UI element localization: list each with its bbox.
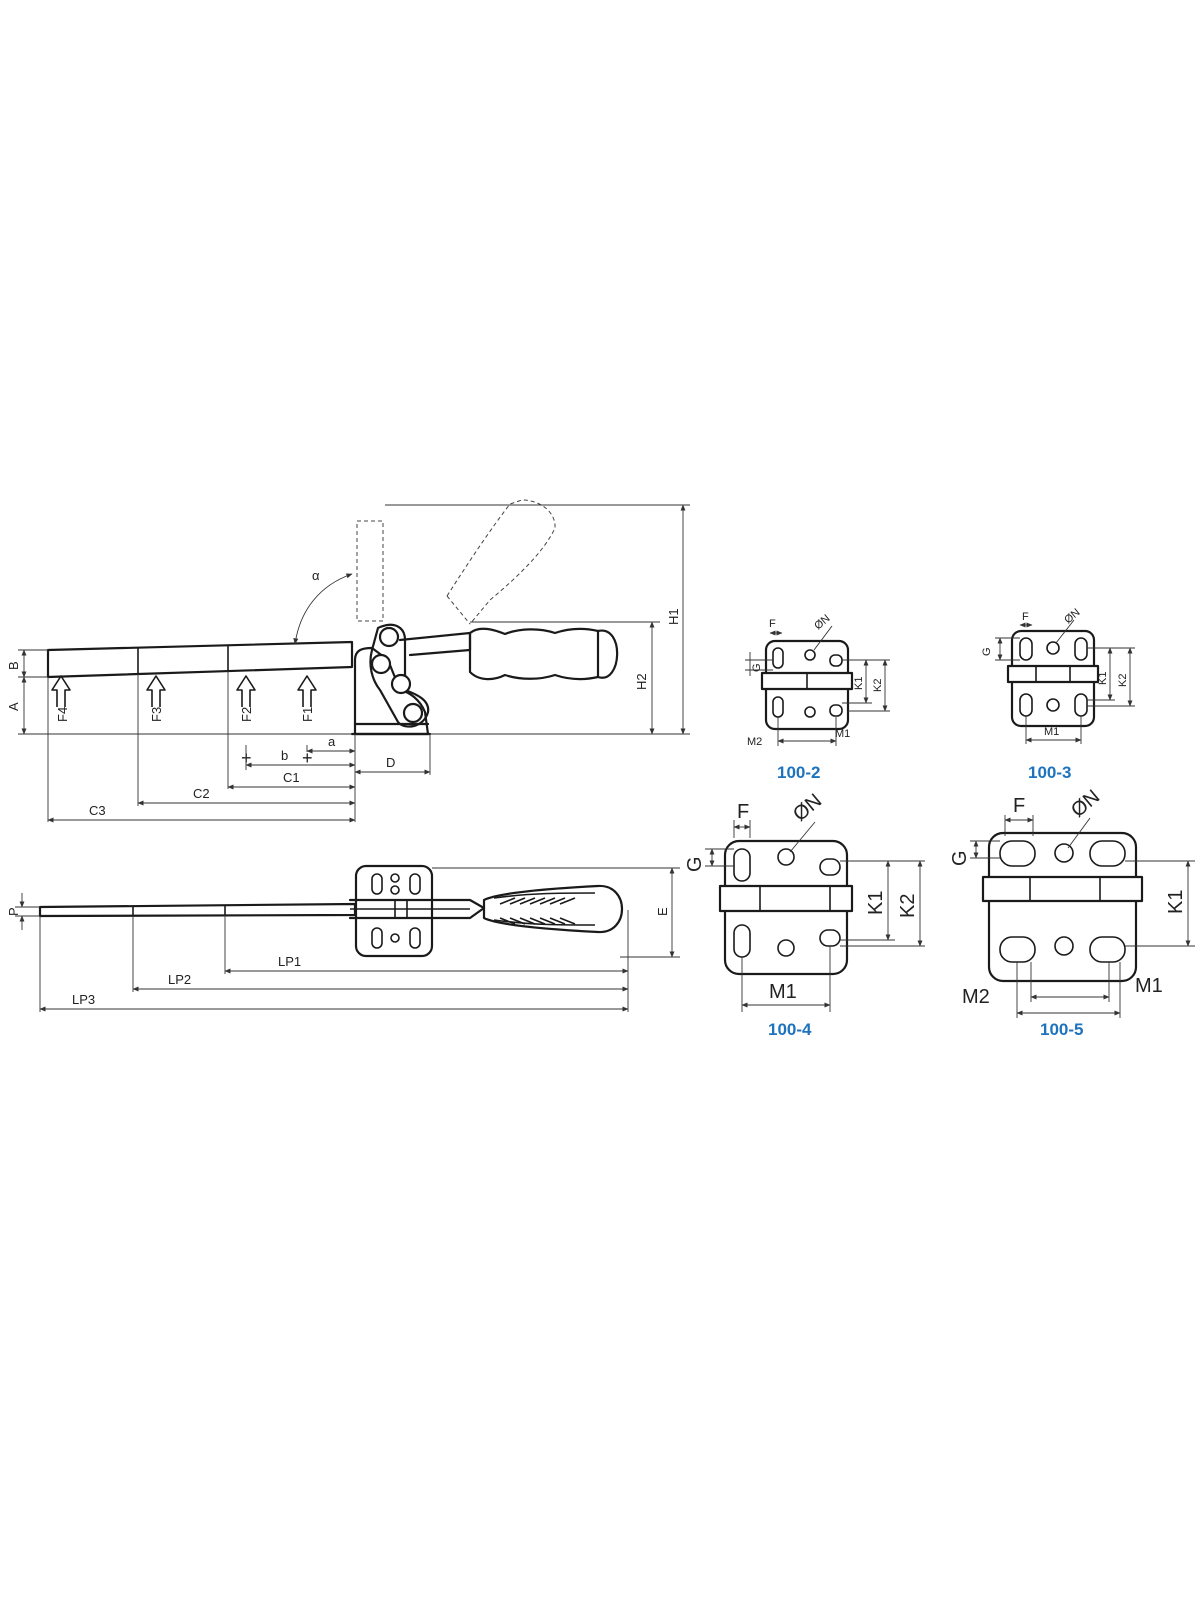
force-arrows: F4 F3 F2 F1 + + [51,675,317,768]
side-view: F4 F3 F2 F1 + + B A α [6,499,690,823]
base5-n-label: ØN [1067,786,1104,822]
base-100-3: F ØN G K1 K2 M1 100-3 [981,606,1135,782]
svg-text:+: + [302,748,313,768]
force-arrow-f3 [146,675,166,707]
base2-f-label: F [769,618,776,630]
dims-left: B A [6,649,352,735]
base-100-2: F ØN G K1 K2 M1 M2 100-2 [745,612,890,782]
base3-n-label: ØN [1062,606,1082,626]
dims-horizontal: a b D C1 C2 C3 [47,671,431,823]
base-100-4: F ØN G K1 K2 M1 100-4 [684,790,925,1039]
label-f3: F3 [149,707,164,722]
dim-h2-label: H2 [634,673,649,690]
top-handle [482,884,623,934]
base4-n-label: ØN [789,790,826,826]
base-100-5: F ØN G K1 M1 M2 100-5 [949,786,1195,1039]
model-label-100-3: 100-3 [1028,763,1071,782]
base2-g-label: G [751,663,763,672]
base4-k2-label: K2 [897,894,919,918]
dim-d-label: D [386,755,395,770]
base4-f-label: F [737,801,749,823]
force-arrow-f1 [297,675,317,707]
base3-f-label: F [1022,611,1029,623]
force-arrow-f2 [236,675,256,707]
clamp-arm [46,640,354,679]
base3-g-label: G [981,647,993,656]
base4-m1-label: M1 [769,981,797,1003]
base5-m1-label: M1 [1135,975,1163,997]
base2-k1-label: K1 [853,677,865,690]
force-arrow-f4 [51,675,71,707]
base5-g-label: G [949,850,971,866]
dim-b-label: B [6,661,21,670]
base5-f-label: F [1013,795,1025,817]
dim-c1-label: C1 [283,770,300,785]
label-f4: F4 [55,707,70,722]
base2-m2-label: M2 [747,736,762,748]
base3-m1-label: M1 [1044,726,1059,738]
base3-k2-label: K2 [1117,674,1129,687]
dim-c2-label: C2 [193,786,210,801]
dim-e-label: E [655,907,670,916]
open-position-outline [356,499,556,625]
base4-k1-label: K1 [865,891,887,915]
base3-k1-label: K1 [1097,672,1109,685]
base2-k2-label: K2 [872,679,884,692]
dim-lp3-label: LP3 [72,992,95,1007]
dim-p-label: P [6,907,21,916]
model-label-100-2: 100-2 [777,763,820,782]
alpha-label: α [312,568,320,583]
dim-h1-label: H1 [666,608,681,625]
top-base-plate [354,864,434,958]
dim-b-small-label: b [281,748,288,763]
label-f2: F2 [239,707,254,722]
base5-k1-label: K1 [1165,890,1187,914]
model-label-100-5: 100-5 [1040,1020,1083,1039]
model-label-100-4: 100-4 [768,1020,812,1039]
top-view: P E LP1 LP2 LP3 [6,864,680,1012]
dims-height: H1 H2 [385,504,690,735]
dim-lp1-label: LP1 [278,954,301,969]
angle-alpha: α [293,568,353,645]
top-arm [38,898,486,920]
dim-a-label: A [6,702,21,711]
dim-c3-label: C3 [89,803,106,818]
base4-g-label: G [684,856,706,872]
base5-m2-label: M2 [962,986,990,1008]
label-f1: F1 [300,707,315,722]
dim-a-small-label: a [328,734,336,749]
base2-m1-label: M1 [835,728,850,740]
clamp-body [350,623,432,736]
dim-lp2-label: LP2 [168,972,191,987]
handle [398,627,619,681]
